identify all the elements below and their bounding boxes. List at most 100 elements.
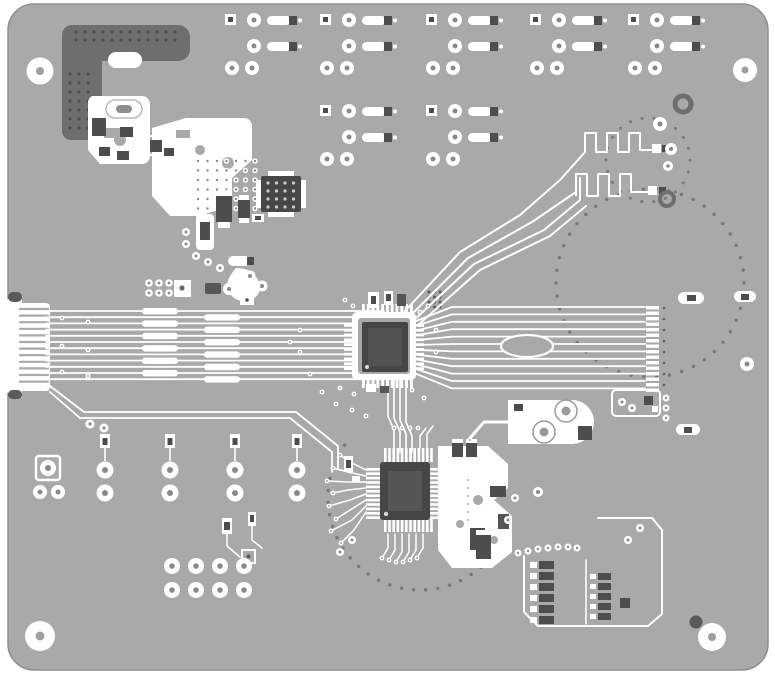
pad-hole: [167, 281, 171, 285]
component: [346, 460, 351, 468]
ic-u2-pins-right: [430, 494, 444, 497]
trace: [413, 177, 581, 321]
conn-oblong-pad: [267, 42, 291, 51]
ic-u2-pins-left: [366, 485, 380, 489]
via-stitch-arc: [330, 524, 335, 529]
via-stitch-ring: [728, 232, 732, 236]
pad-hole: [346, 43, 352, 49]
via-stitch-arc: [366, 572, 370, 576]
ic-u2-pins-bottom: [413, 518, 416, 532]
header-pads: [646, 377, 659, 381]
ic-u2-pins-left: [366, 503, 380, 506]
ic-u1-pins-bottom: [400, 378, 404, 388]
trace: [468, 420, 510, 440]
bga-balls: [283, 205, 287, 209]
header-pads: [646, 383, 659, 387]
pad-hole: [217, 587, 223, 593]
shield-dots: [77, 72, 81, 76]
pad-hole: [654, 17, 660, 23]
series-pad: [204, 351, 240, 358]
pad: [648, 186, 657, 195]
ic-u1-pins-right: [414, 324, 424, 327]
via-stitch-arc: [435, 586, 440, 590]
pad-hole: [234, 169, 238, 172]
pad-hole: [167, 291, 171, 295]
shield-dots: [137, 38, 141, 42]
component: [659, 187, 666, 194]
bga-balls: [266, 189, 270, 193]
series-pad: [204, 339, 240, 346]
pin1-dot: [365, 365, 369, 369]
trace-bundle-right: [415, 363, 646, 375]
pad-hole: [423, 397, 425, 399]
via-stitch-ring: [728, 329, 733, 334]
pad: [499, 109, 503, 114]
connector-stack-pad: [530, 595, 537, 601]
ic-u1-pins-top: [405, 304, 408, 314]
pad-hole: [251, 17, 257, 23]
connector-stack-component: [598, 593, 611, 600]
pad-hole: [467, 487, 469, 489]
via-stitch-ring: [584, 212, 588, 217]
pad-hole: [513, 496, 517, 500]
pad: [499, 44, 503, 49]
pad-hole: [217, 563, 223, 569]
pad-hole: [87, 349, 89, 351]
pad-hole: [169, 563, 175, 569]
component: [238, 200, 250, 218]
ic-u2-pins-bottom: [392, 518, 395, 532]
connector-stack-pad: [530, 562, 537, 568]
pad: [466, 458, 477, 462]
header-pads: [646, 366, 659, 370]
ic-u2-pins-bottom: [405, 518, 408, 532]
pad-hole: [244, 188, 247, 191]
shield-dots: [68, 99, 72, 103]
pad-hole: [339, 387, 341, 389]
via-stitch-ring: [721, 221, 725, 226]
connector-stack-pad: [590, 594, 596, 599]
header-pads: [646, 328, 659, 332]
ic-u2-pins-bottom: [396, 518, 400, 532]
pad-hole: [534, 65, 540, 71]
pad: [393, 18, 397, 23]
pad: [652, 144, 661, 153]
pad-hole: [664, 396, 668, 400]
pad: [393, 44, 397, 49]
header-pads: [646, 344, 659, 348]
pad-hole: [253, 178, 257, 182]
trace-bundle-right: [415, 358, 646, 368]
pad: [476, 530, 491, 535]
trace-bundle-right: [415, 313, 646, 327]
ic-u1-pins-left: [344, 324, 354, 327]
testpoint-component: [232, 438, 238, 445]
ic-u2-pins-left: [366, 476, 380, 480]
pad: [393, 135, 397, 140]
pad-hole: [427, 305, 429, 307]
pad-hole: [215, 178, 219, 182]
via-stitch-ring: [741, 268, 745, 272]
connector-stack-component: [539, 583, 554, 591]
ic-u1-pins-right: [414, 338, 424, 342]
pad-hole: [652, 65, 658, 71]
via-stitch-ring: [619, 126, 623, 130]
bga-balls: [283, 197, 287, 201]
pad-hole: [452, 108, 458, 114]
conn-oblong-pad: [572, 42, 596, 51]
pad-hole: [234, 207, 238, 210]
conn-component: [490, 133, 498, 142]
series-pad: [142, 357, 178, 364]
conn-component: [384, 133, 392, 142]
shield-dots: [155, 30, 159, 34]
pad-hole: [657, 121, 663, 127]
via-stitch-ring: [604, 158, 608, 162]
connector-stack-pad: [530, 606, 537, 612]
via-stitch-ring: [568, 330, 572, 334]
trace: [416, 533, 424, 559]
ic-u1-pins-bottom: [410, 378, 413, 388]
component: [205, 283, 221, 294]
pad-hole: [294, 467, 300, 473]
pad: [470, 522, 485, 527]
pad-hole: [87, 321, 89, 323]
ic-u2-pins-right: [430, 485, 444, 489]
pad-hole: [340, 542, 342, 544]
